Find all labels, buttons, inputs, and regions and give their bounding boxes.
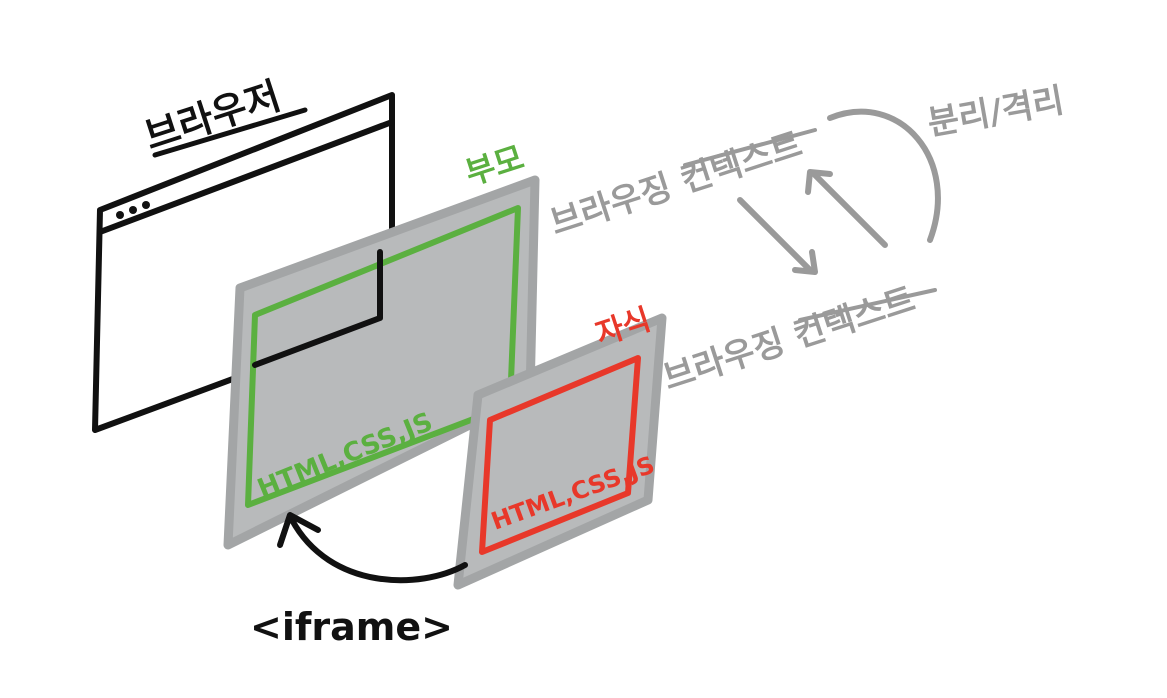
child-context-underline (798, 288, 937, 322)
crossed-arrows-icon (737, 169, 888, 275)
browser-title-underline (152, 107, 308, 158)
separation-label: 분리/격리 (925, 81, 1067, 144)
child-context-label: 브라우징 컨텍스트 (658, 280, 920, 399)
child-pane (453, 313, 667, 590)
curved-arrow-icon (277, 512, 468, 584)
three-dots-icon (116, 201, 150, 219)
parent-context-underline (683, 128, 817, 167)
separation-curve (827, 108, 941, 243)
iframe-label: <iframe> (250, 605, 453, 649)
